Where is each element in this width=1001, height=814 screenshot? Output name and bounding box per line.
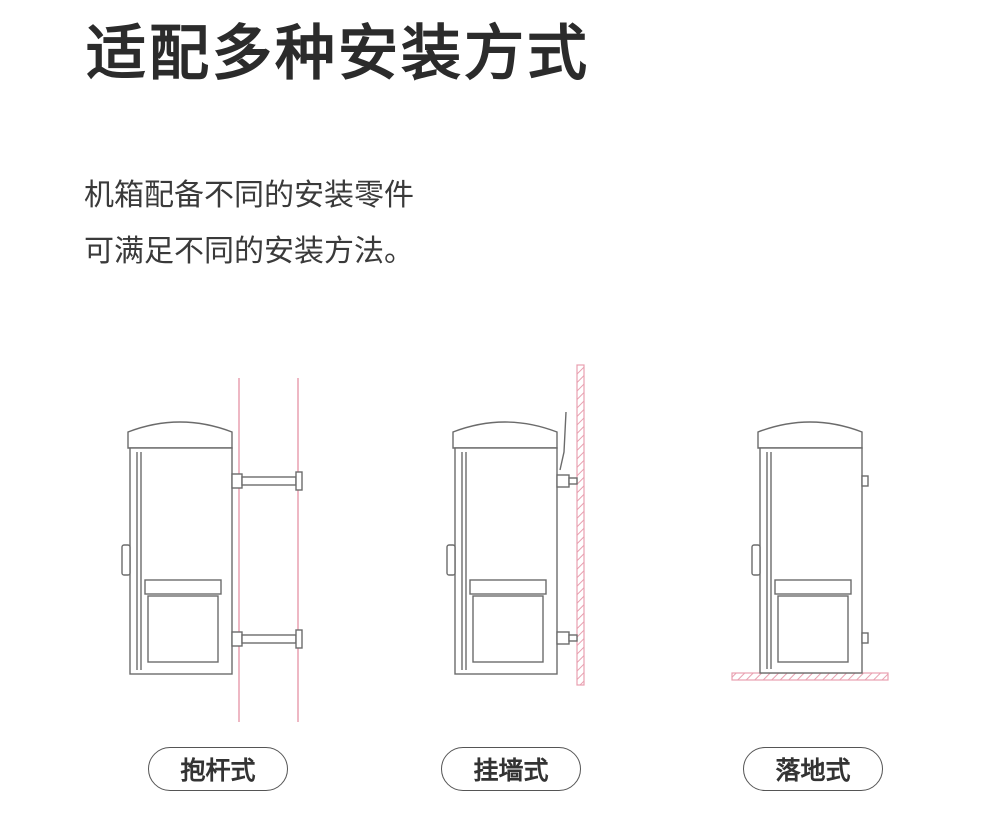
wall-mount-diagram	[446, 364, 585, 686]
cabinet-body	[129, 447, 233, 675]
method-label-wall-mount: 挂墙式	[441, 747, 581, 791]
floor	[731, 672, 889, 681]
pole-mount-diagram	[121, 378, 303, 722]
description-line-1: 机箱配备不同的安装零件	[84, 178, 414, 213]
method-label-floor-mount: 落地式	[743, 747, 883, 791]
floor-mount-diagram	[731, 421, 889, 681]
method-label-pole-mount: 抱杆式	[148, 747, 288, 791]
description: 机箱配备不同的安装零件 可满足不同的安装方法。	[84, 168, 414, 280]
pole-bracket-bottom	[231, 629, 303, 649]
cabinet-roof	[127, 421, 233, 449]
pole-bracket-top	[231, 471, 303, 491]
wall	[576, 364, 585, 686]
page-title: 适配多种安装方式	[86, 19, 590, 89]
description-line-2: 可满足不同的安装方法。	[84, 234, 414, 269]
wall-bracket-bottom	[556, 631, 578, 645]
wall-bracket-top	[556, 474, 578, 488]
